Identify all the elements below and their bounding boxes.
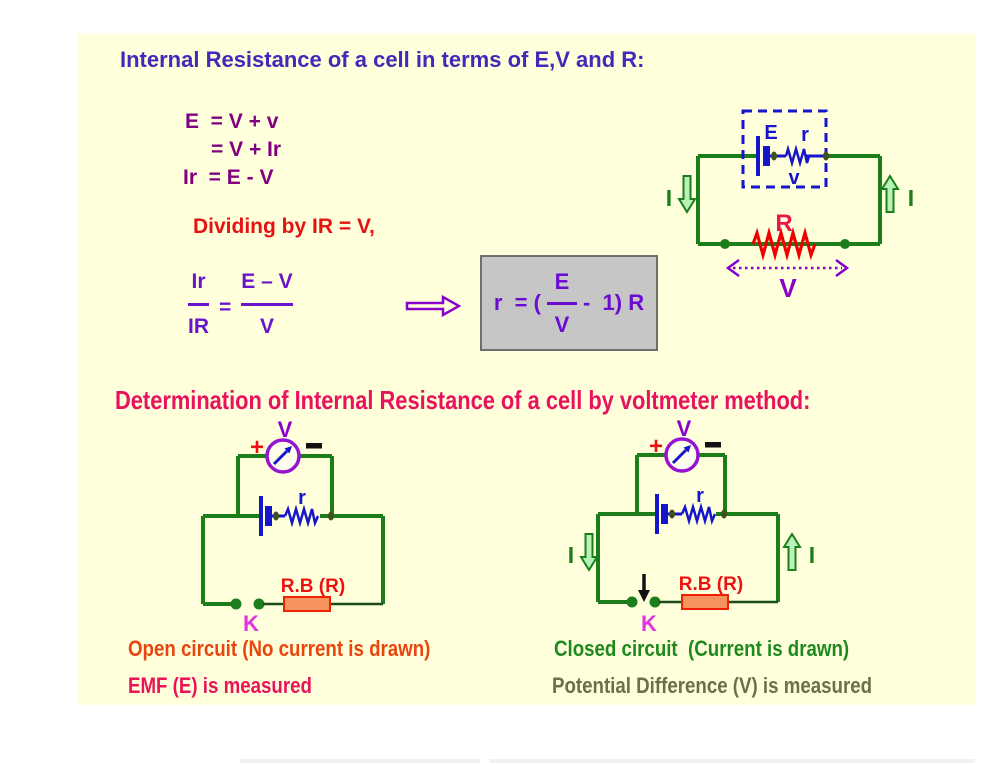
external-resistor-zigzag bbox=[751, 226, 817, 262]
battery-short-plate bbox=[265, 506, 272, 526]
arrowhead-left-icon bbox=[725, 258, 740, 278]
voltmeter-needle-tip bbox=[683, 445, 691, 453]
cell-circuit-diagram: E r v R I I V bbox=[666, 109, 914, 303]
slide-background bbox=[78, 34, 976, 705]
emf-measured-caption: EMF (E) is measured bbox=[128, 673, 312, 698]
arrowhead-right-icon bbox=[835, 258, 850, 278]
terminal-dot bbox=[721, 509, 727, 519]
internal-resistor-zigzag bbox=[784, 144, 811, 168]
current-right-label: I bbox=[908, 185, 914, 211]
fraction-equation: Ir IR = E – V V bbox=[188, 270, 293, 339]
fraction-bar bbox=[241, 303, 293, 306]
rhs-numerator: E – V bbox=[241, 270, 293, 293]
voltmeter-label: V bbox=[677, 418, 692, 441]
current-left-label: I bbox=[568, 542, 574, 568]
bottom-artifact-line bbox=[240, 759, 480, 763]
closed-circuit-diagram: V + r I I K R.B (R) bbox=[568, 418, 815, 636]
key-label: K bbox=[243, 611, 259, 636]
internal-v-label: v bbox=[788, 167, 800, 189]
minus-terminal-icon bbox=[306, 443, 322, 449]
fraction-lhs: Ir IR bbox=[188, 270, 209, 339]
fraction-bar bbox=[546, 301, 577, 305]
fraction-rhs: E – V V bbox=[241, 270, 293, 339]
pd-measured-caption: Potential Difference (V) is measured bbox=[552, 673, 873, 698]
key-press-arrowhead-icon bbox=[638, 590, 650, 602]
key-contact-dot bbox=[253, 598, 265, 610]
terminal-v-label: V bbox=[779, 273, 797, 303]
circuit-wire bbox=[596, 512, 780, 604]
result-numerator: E bbox=[554, 268, 570, 294]
minus-terminal-icon bbox=[705, 442, 721, 448]
resistance-box-label: R.B (R) bbox=[281, 576, 345, 597]
current-right-label: I bbox=[809, 542, 815, 568]
result-fraction: E V bbox=[546, 268, 577, 338]
circuit-wire bbox=[696, 154, 882, 246]
section2-title: Determination of Internal Resistance of … bbox=[115, 385, 811, 415]
result-formula-box: r = ( E V - 1) R bbox=[480, 255, 658, 351]
voltmeter-needle-tip bbox=[284, 446, 292, 454]
current-down-arrow-icon bbox=[677, 175, 697, 214]
plus-terminal-label: + bbox=[649, 433, 663, 460]
terminal-dot bbox=[823, 151, 829, 161]
open-circuit-diagram: V + r K R.B (R) bbox=[201, 418, 385, 636]
result-denominator: V bbox=[554, 311, 570, 337]
current-down-arrow-icon bbox=[579, 533, 599, 572]
closed-circuit-caption: Closed circuit (Current is drawn) bbox=[554, 636, 850, 661]
fraction-bar bbox=[188, 303, 209, 306]
terminal-dot bbox=[328, 511, 334, 521]
plus-terminal-label: + bbox=[250, 434, 264, 461]
resistance-box-label: R.B (R) bbox=[679, 574, 743, 595]
internal-resistor-zigzag bbox=[283, 504, 320, 528]
equation-line-3: Ir = E - V bbox=[183, 166, 274, 189]
voltmeter-needle bbox=[671, 448, 688, 465]
junction-dot bbox=[720, 239, 730, 249]
rhs-denominator: V bbox=[259, 315, 274, 338]
resistance-box bbox=[681, 594, 729, 610]
terminal-dot bbox=[273, 511, 279, 521]
lhs-denominator: IR bbox=[188, 315, 209, 338]
result-prefix: r = ( bbox=[493, 290, 541, 315]
current-left-label: I bbox=[666, 185, 672, 211]
lhs-numerator: Ir bbox=[191, 270, 206, 293]
equation-line-1: E = V + v bbox=[185, 110, 279, 133]
key-contact-dot bbox=[626, 596, 638, 608]
cell-dashed-box bbox=[741, 109, 828, 189]
equation-line-2: = V + Ir bbox=[211, 138, 282, 161]
voltmeter-needle bbox=[272, 449, 289, 466]
key-label: K bbox=[641, 611, 657, 636]
open-circuit-caption: Open circuit (No current is drawn) bbox=[128, 636, 431, 661]
emf-label: E bbox=[764, 122, 777, 144]
internal-r-label: r bbox=[801, 124, 809, 146]
bottom-artifact-line bbox=[490, 759, 975, 763]
key-contact-dot bbox=[649, 596, 661, 608]
page-title: Internal Resistance of a cell in terms o… bbox=[120, 47, 645, 72]
resistance-box bbox=[283, 596, 331, 612]
circuit-wire bbox=[201, 514, 385, 606]
internal-r-label: r bbox=[696, 485, 704, 507]
key-contact-dot bbox=[230, 598, 242, 610]
battery-short-plate bbox=[763, 146, 770, 166]
terminal-dot bbox=[669, 509, 675, 519]
implies-arrow-icon bbox=[405, 294, 461, 318]
external-r-label: R bbox=[775, 210, 792, 237]
terminal-dot bbox=[771, 151, 777, 161]
junction-dot bbox=[840, 239, 850, 249]
equals-sign: = bbox=[219, 295, 232, 319]
current-up-arrow-icon bbox=[782, 532, 802, 571]
battery-short-plate bbox=[661, 504, 668, 524]
voltmeter-label: V bbox=[278, 418, 293, 442]
internal-r-label: r bbox=[298, 487, 306, 509]
current-up-arrow-icon bbox=[880, 174, 900, 213]
result-suffix: - 1) R bbox=[582, 290, 645, 315]
dividing-note: Dividing by IR = V, bbox=[193, 215, 375, 238]
internal-resistor-zigzag bbox=[680, 502, 717, 526]
